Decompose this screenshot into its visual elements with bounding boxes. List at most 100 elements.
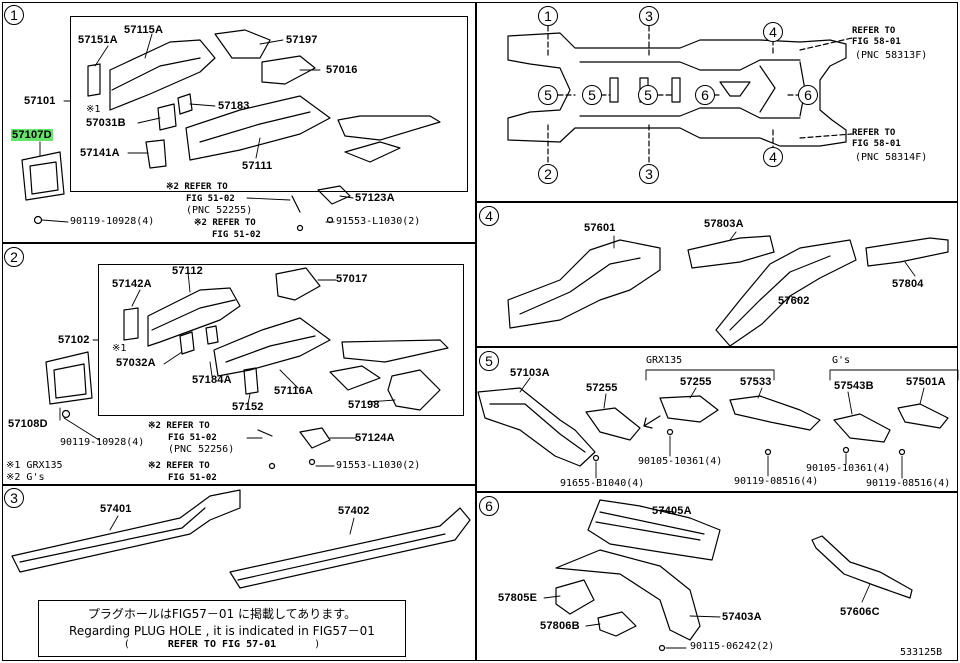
refer-top-line2: FIG 58-01 [852,37,901,47]
section-number-5: 5 [479,351,499,371]
highlighted-part-number[interactable]: 57107D [11,129,53,141]
refer-2a-line1: ※2 REFER TO [148,421,210,431]
section-1-inner-frame [70,16,468,192]
refer-2b-line1: ※2 REFER TO [148,461,210,471]
refer-bottom-line3: (PNC 58314F) [855,152,928,163]
overview-callout-1: 1 [538,6,558,26]
section-1-parts [21,29,441,232]
refer-bottom-line2: FIG 58-01 [852,139,901,149]
overview-callout-5-left: 5 [538,85,558,105]
section-1-panel [2,2,476,243]
part-label[interactable]: 57197 [286,34,318,46]
refer-2b-line2: FIG 51-02 [168,473,217,483]
refer-2a-line2: FIG 51-02 [168,433,217,443]
refer-2a-line3: (PNC 52256) [168,444,235,455]
section-5-parts [477,387,949,467]
part-label[interactable]: 90119-10928(4) [60,437,145,448]
plug-hole-note: プラグホールはFIG57－01 に掲載してあります。 Regarding PLU… [38,600,406,657]
diagram-id: 533125B [900,647,943,658]
part-label[interactable]: 57606C [840,606,880,618]
overview-callout-4-bottom: 4 [763,147,783,167]
part-label[interactable]: 57255 [586,382,618,394]
part-label[interactable]: 91553-L1030(2) [336,216,421,227]
section-number-1: 1 [4,5,24,25]
part-label[interactable]: 57405A [652,505,692,517]
note-refer-text[interactable]: REFER TO FIG 57-01 [167,639,277,650]
part-label[interactable]: 57601 [584,222,616,234]
part-label[interactable]: 57032A [116,357,156,369]
section-4-leaders [613,231,916,301]
part-label[interactable]: 57543B [834,380,874,392]
section-5-leaders [519,377,925,479]
note-english: Regarding PLUG HOLE , it is indicated in… [69,624,375,638]
part-label[interactable]: 57805E [498,592,538,604]
part-label[interactable]: 57116A [274,385,314,397]
refer-bottom-line1: REFER TO [852,128,896,138]
part-label[interactable]: 57016 [326,64,358,76]
part-label[interactable]: 57123A [355,192,395,204]
part-label[interactable]: 57102 [58,334,90,346]
note-paren-open: ( [125,639,129,650]
part-label[interactable]: 57112 [172,265,203,277]
section-3-leaders [109,515,355,535]
part-label[interactable]: 57184A [192,374,232,386]
section-number-2: 2 [4,247,24,267]
overview-callout-6-left: 6 [695,85,715,105]
part-label[interactable]: 57152 [232,401,264,413]
part-label[interactable]: 57151A [78,34,118,46]
part-label[interactable]: 57255 [680,376,712,388]
group-label-grx135: GRX135 [646,355,683,366]
part-label[interactable]: 57804 [892,278,924,290]
refer-1a-line2: FIG 51-02 [186,194,235,204]
part-label[interactable]: 57103A [510,367,550,379]
part-label[interactable]: 57401 [100,503,132,515]
part-label[interactable]: 57031B [86,117,126,129]
legend-grx135: ※1 GRX135 [6,460,63,471]
part-label[interactable]: 57403A [722,611,762,623]
overview-callout-4-top: 4 [763,22,783,42]
part-label[interactable]: 57017 [336,273,368,285]
section-1-leaders [39,33,354,223]
overview-callout-5-right: 5 [638,85,658,105]
part-label[interactable]: 57124A [355,432,395,444]
section-2-leaders [59,271,396,467]
part-label[interactable]: 57803A [704,218,744,230]
part-label[interactable]: 90119-08516(4) [866,478,951,489]
section-6-leaders [543,509,871,649]
part-label[interactable]: 91655-B1040(4) [560,478,645,489]
grx135-mark: ※1 [112,343,127,354]
part-label[interactable]: 90105-10361(4) [806,463,891,474]
part-label[interactable]: 57501A [906,376,946,388]
section-5-group-brackets [645,369,959,381]
part-label[interactable]: 57402 [338,505,370,517]
part-label[interactable]: 90105-10361(4) [638,456,723,467]
overview-panel [476,2,958,202]
overview-callout-6-right: 6 [798,85,818,105]
part-label-highlighted[interactable]: 57107D [11,129,53,141]
section-4-parts [507,235,949,347]
refer-top-line1: REFER TO [852,26,896,36]
overview-callout-5-mid: 5 [582,85,602,105]
section-number-4: 4 [479,206,499,226]
part-label[interactable]: 57183 [218,100,250,112]
part-label[interactable]: 57101 [24,95,56,107]
part-label[interactable]: 90119-10928(4) [70,216,155,227]
part-label[interactable]: 90115-06242(2) [690,641,775,652]
part-label[interactable]: 91553-L1030(2) [336,460,421,471]
part-label[interactable]: 90119-08516(4) [734,476,819,487]
part-label[interactable]: 57141A [80,147,120,159]
part-label[interactable]: 57602 [778,295,810,307]
part-label[interactable]: 57115A [124,24,164,36]
overview-callout-2: 2 [538,164,558,184]
part-label[interactable]: 57108D [8,418,48,430]
part-label[interactable]: 57533 [740,376,772,388]
part-label[interactable]: 57142A [112,278,152,290]
refer-1b-line1: ※2 REFER TO [194,218,256,228]
part-label[interactable]: 57806B [540,620,580,632]
section-6-panel [476,492,958,661]
section-5-panel [476,347,958,492]
overview-callout-3-top: 3 [639,6,659,26]
part-label[interactable]: 57198 [348,399,380,411]
part-label[interactable]: 57111 [242,160,273,172]
